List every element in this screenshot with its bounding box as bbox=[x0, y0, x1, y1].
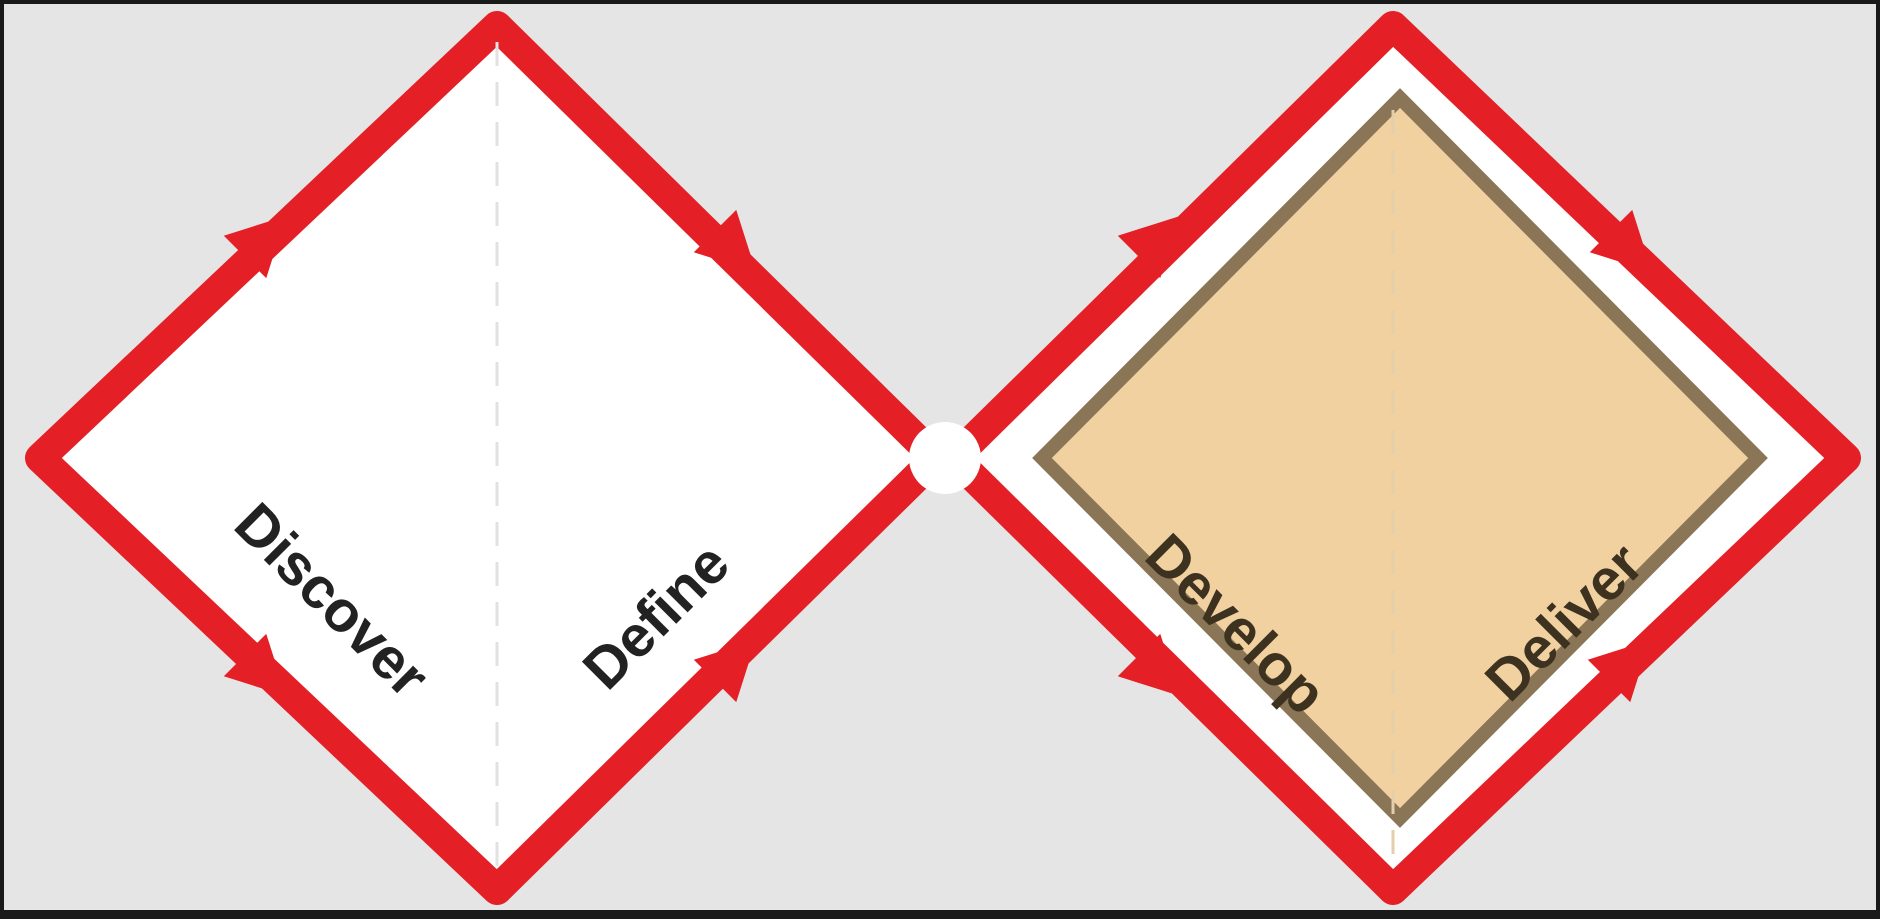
triangle-arrow-icon bbox=[1587, 639, 1651, 703]
right-diamond bbox=[939, 11, 1861, 905]
triangle-arrow-icon bbox=[693, 639, 757, 703]
highlight-diamond bbox=[1032, 88, 1768, 828]
triangle-arrow-icon bbox=[223, 633, 287, 697]
triangle-arrow-icon bbox=[693, 209, 757, 273]
triangle-arrow-icon bbox=[1589, 209, 1653, 273]
triangle-arrow-icon bbox=[1117, 633, 1181, 697]
circle-junction-icon bbox=[909, 422, 981, 494]
flow-arrows bbox=[223, 209, 1653, 703]
triangle-arrow-icon bbox=[223, 215, 287, 279]
triangle-arrow-icon bbox=[1117, 215, 1181, 279]
